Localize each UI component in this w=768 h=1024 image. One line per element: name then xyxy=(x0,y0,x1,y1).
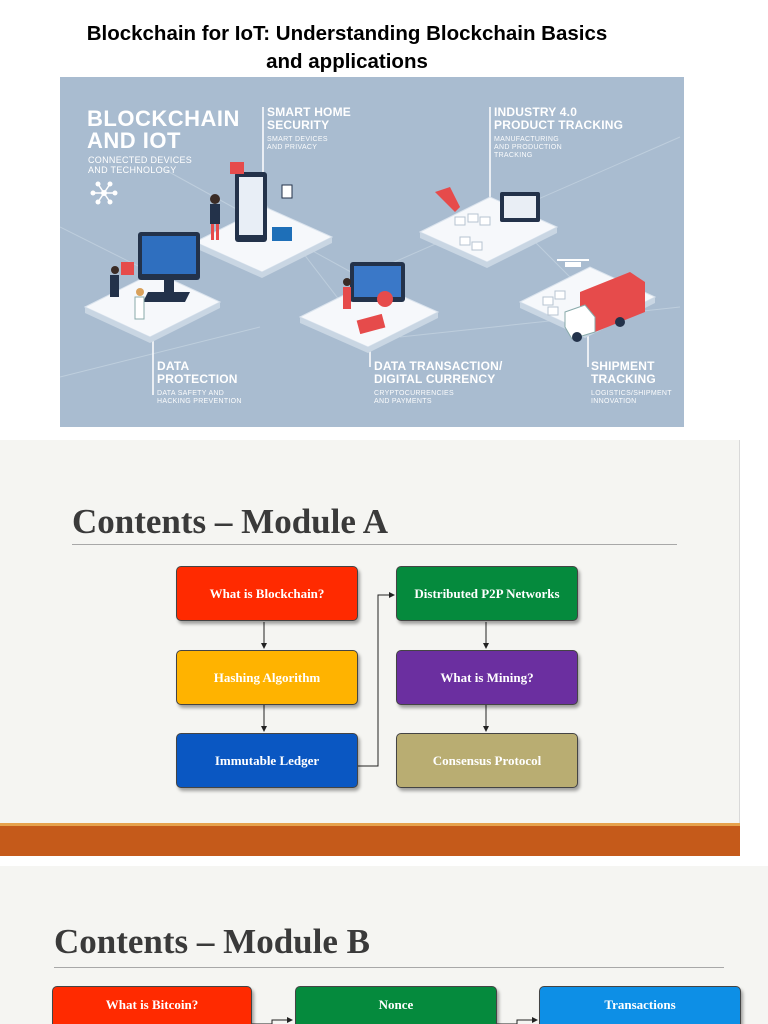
section-subtitle: AND PRODUCTION xyxy=(494,144,562,151)
document-title: Blockchain for IoT: Understanding Blockc… xyxy=(0,20,694,76)
module-a-box-hashing-algorithm: Hashing Algorithm xyxy=(176,650,358,705)
document-title-line-2: and applications xyxy=(266,50,428,73)
section-title: SHIPMENT xyxy=(591,359,655,373)
section-subtitle: CRYPTOCURRENCIES xyxy=(374,390,454,397)
module-b-box-transactions: Transactions xyxy=(539,986,741,1024)
box-label: Consensus Protocol xyxy=(432,752,542,768)
module-b-box-what-is-bitcoin: What is Bitcoin? xyxy=(52,986,252,1024)
section-subtitle: DATA SAFETY AND xyxy=(157,390,225,397)
slide-footer-bar xyxy=(0,826,740,856)
section-shipment: SHIPMENT TRACKING LOGISTICS/SHIPMENT INN… xyxy=(591,360,672,406)
section-subtitle: AND PAYMENTS xyxy=(374,398,432,405)
box-label: Immutable Ledger xyxy=(214,752,320,768)
infographic-heading-sub: CONNECTED DEVICES AND TECHNOLOGY xyxy=(88,155,192,175)
slide-module-a: Contents – Module A What is Blockchain? … xyxy=(0,440,740,856)
module-b-title: Contents – Module B xyxy=(54,922,370,961)
section-subtitle: LOGISTICS/SHIPMENT xyxy=(591,390,672,397)
box-label: What is Mining? xyxy=(440,669,534,685)
module-a-box-immutable-ledger: Immutable Ledger xyxy=(176,733,358,788)
section-title: TRACKING xyxy=(591,372,656,386)
module-a-box-what-is-mining: What is Mining? xyxy=(396,650,578,705)
module-b-box-nonce: Nonce xyxy=(295,986,497,1024)
module-b-title-rule xyxy=(54,967,724,968)
section-title: DATA TRANSACTION/ xyxy=(374,359,503,373)
section-subtitle: INNOVATION xyxy=(591,398,637,405)
section-subtitle: SMART DEVICES xyxy=(267,136,328,143)
module-a-box-what-is-blockchain: What is Blockchain? xyxy=(176,566,358,621)
section-title: SMART HOME xyxy=(267,105,351,119)
section-smart-home: SMART HOME SECURITY SMART DEVICES AND PR… xyxy=(267,106,351,152)
section-title: DATA xyxy=(157,359,190,373)
module-a-title: Contents – Module A xyxy=(72,502,388,541)
infographic-heading-line-1: BLOCKCHAIN xyxy=(87,106,240,131)
slide-module-b: Contents – Module B What is Bitcoin? Non… xyxy=(0,866,768,1024)
section-subtitle: AND PRIVACY xyxy=(267,144,318,151)
module-a-box-distributed-p2p: Distributed P2P Networks xyxy=(396,566,578,621)
module-a-title-rule xyxy=(72,544,677,545)
section-data-transaction: DATA TRANSACTION/ DIGITAL CURRENCY CRYPT… xyxy=(374,360,503,406)
section-title: INDUSTRY 4.0 xyxy=(494,105,578,119)
infographic-heading-line-2: AND IOT xyxy=(87,128,181,153)
section-title: PROTECTION xyxy=(157,372,238,386)
box-label: Transactions xyxy=(604,997,676,1012)
blockchain-iot-infographic: BLOCKCHAIN AND IOT CONNECTED DEVICES AND… xyxy=(60,77,684,427)
section-data-protection: DATA PROTECTION DATA SAFETY AND HACKING … xyxy=(157,360,242,406)
box-label: Hashing Algorithm xyxy=(213,669,321,685)
box-label: Distributed P2P Networks xyxy=(414,585,560,601)
infographic-illustration xyxy=(60,107,681,395)
section-title: DIGITAL CURRENCY xyxy=(374,372,496,386)
module-a-box-consensus-protocol: Consensus Protocol xyxy=(396,733,578,788)
slide-footer-accent xyxy=(0,823,740,826)
box-label: Nonce xyxy=(378,997,414,1012)
infographic-heading-sub-line-2: AND TECHNOLOGY xyxy=(88,165,177,175)
section-title: PRODUCT TRACKING xyxy=(494,118,624,132)
section-subtitle: MANUFACTURING xyxy=(494,136,559,143)
module-a-connectors xyxy=(261,592,489,767)
section-subtitle: TRACKING xyxy=(494,152,533,159)
box-label: What is Bitcoin? xyxy=(105,997,199,1012)
document-title-line-1: Blockchain for IoT: Understanding Blockc… xyxy=(86,22,608,45)
box-label: What is Blockchain? xyxy=(209,585,325,601)
infographic-heading: BLOCKCHAIN AND IOT xyxy=(87,108,240,152)
section-subtitle: HACKING PREVENTION xyxy=(157,398,242,405)
section-industry: INDUSTRY 4.0 PRODUCT TRACKING MANUFACTUR… xyxy=(494,106,623,160)
module-b-connectors xyxy=(252,1017,538,1024)
infographic-heading-sub-line-1: CONNECTED DEVICES xyxy=(88,155,193,165)
section-title: SECURITY xyxy=(267,118,330,132)
